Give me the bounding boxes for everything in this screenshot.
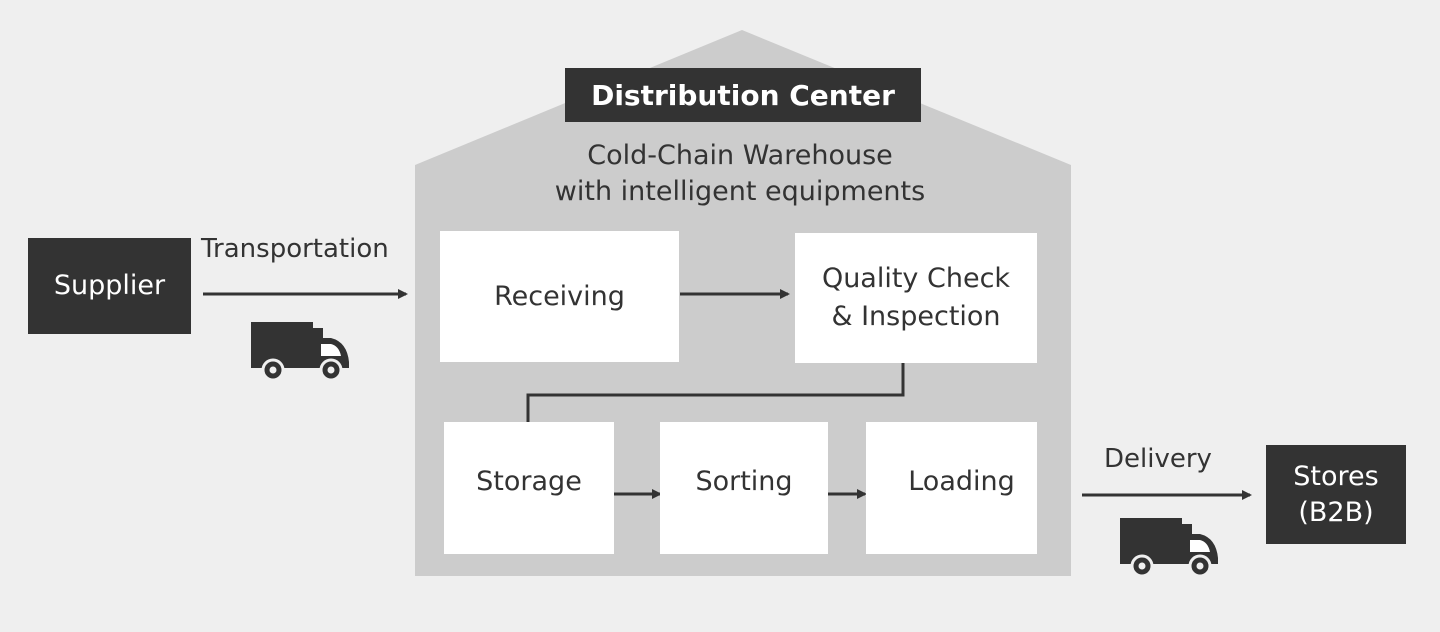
transportation-label-text: Transportation xyxy=(201,234,389,264)
receiving-box: Receiving xyxy=(440,231,679,362)
quality-check-label-line1: Quality Check xyxy=(822,260,1010,298)
truck-icon xyxy=(251,322,349,380)
stores-box: Stores (B2B) xyxy=(1266,445,1406,544)
quality-check-box: Quality Check & Inspection xyxy=(795,233,1037,363)
stores-label-line2: (B2B) xyxy=(1293,495,1378,531)
supplier-box: Supplier xyxy=(28,238,191,334)
storage-box: Storage xyxy=(444,422,614,554)
truck-icon xyxy=(1120,518,1218,576)
loading-box: Loading xyxy=(866,422,1037,554)
warehouse-subtitle-line1: Cold-Chain Warehouse xyxy=(440,138,1040,174)
quality-check-label-line2: & Inspection xyxy=(822,298,1010,336)
sorting-label: Sorting xyxy=(695,463,792,501)
sorting-box: Sorting xyxy=(660,422,828,554)
storage-label: Storage xyxy=(476,463,582,501)
delivery-label: Delivery xyxy=(1104,444,1212,474)
stores-label-line1: Stores xyxy=(1293,459,1378,495)
warehouse-subtitle-line2: with intelligent equipments xyxy=(440,174,1040,210)
delivery-label-text: Delivery xyxy=(1104,444,1212,474)
loading-label: Loading xyxy=(908,463,1015,501)
warehouse-subtitle: Cold-Chain Warehouse with intelligent eq… xyxy=(440,138,1040,210)
transportation-label: Transportation xyxy=(201,234,389,264)
distribution-center-title: Distribution Center xyxy=(565,68,921,122)
supplier-label: Supplier xyxy=(54,268,165,304)
distribution-center-title-text: Distribution Center xyxy=(591,79,895,112)
receiving-label: Receiving xyxy=(494,278,625,316)
